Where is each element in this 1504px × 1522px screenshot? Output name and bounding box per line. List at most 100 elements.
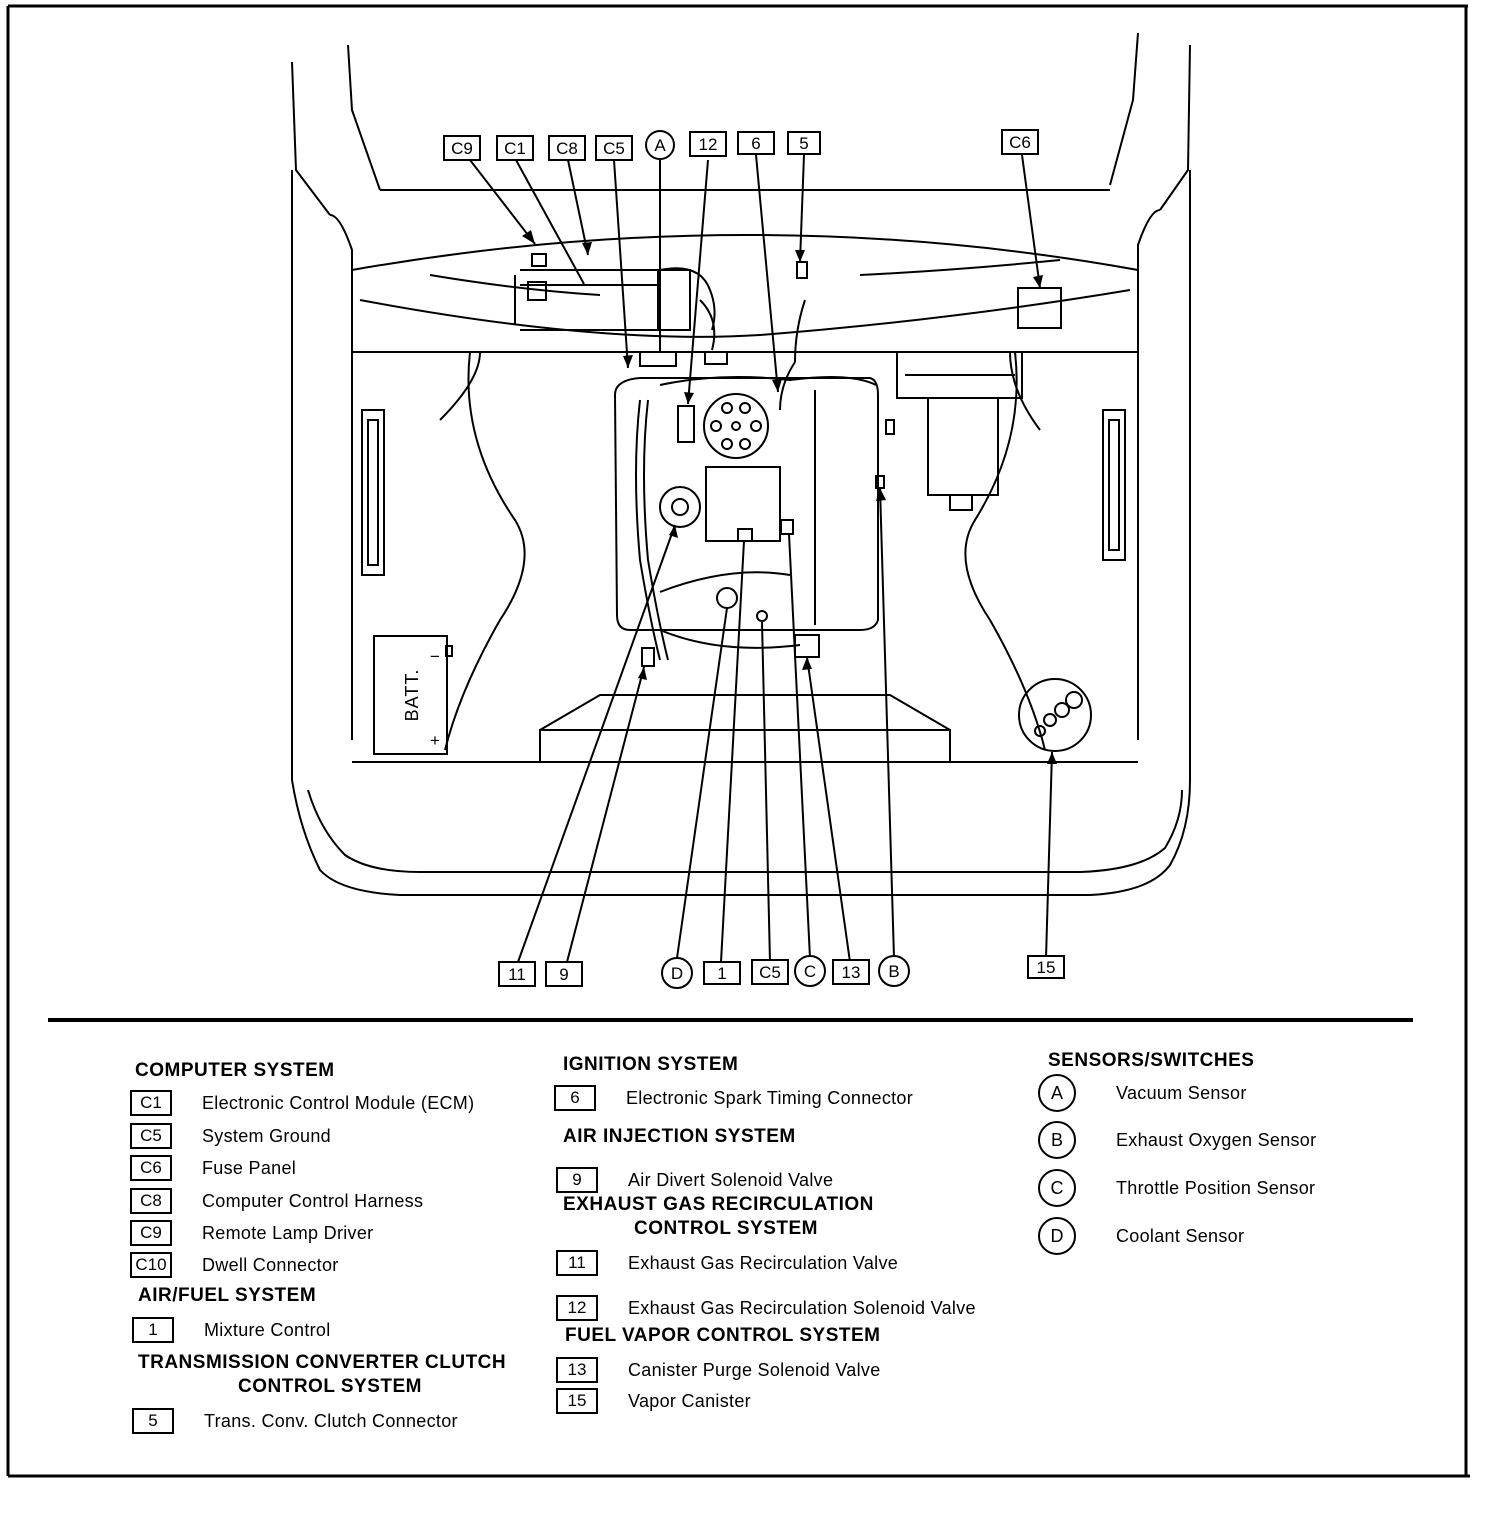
battery-label: BATT. — [402, 669, 422, 722]
legend-item-c6: C6 Fuse Panel — [130, 1155, 296, 1181]
legend-code: 13 — [556, 1357, 598, 1383]
arrowheads — [522, 230, 1057, 764]
legend-item-b: B Exhaust Oxygen Sensor — [1038, 1121, 1316, 1159]
svg-text:C1: C1 — [504, 139, 526, 158]
legend-label: Air Divert Solenoid Valve — [628, 1169, 834, 1190]
callouts-top: C9 C1 C8 C5 A 12 6 5 C6 — [443, 129, 1039, 161]
callout-13-bottom: 13 — [832, 959, 870, 985]
components-right — [896, 287, 1092, 752]
legend-label: Exhaust Gas Recirculation Solenoid Valve — [628, 1297, 976, 1318]
callout-c5-top: C5 — [595, 135, 633, 161]
svg-text:C5: C5 — [603, 139, 625, 158]
legend-code: 6 — [554, 1085, 596, 1111]
heading-air-fuel-system: AIR/FUEL SYSTEM — [138, 1285, 317, 1306]
callout-c5-bottom: C5 — [751, 959, 789, 985]
legend-label: Throttle Position Sensor — [1116, 1177, 1316, 1198]
legend-code: 5 — [132, 1408, 174, 1434]
legend-code: 12 — [556, 1295, 598, 1321]
callout-c6-top: C6 — [1001, 129, 1039, 155]
callout-d-bottom: D — [661, 957, 693, 989]
callout-b-bottom: B — [878, 955, 910, 987]
svg-text:15: 15 — [1037, 958, 1056, 977]
legend-label: Trans. Conv. Clutch Connector — [204, 1410, 458, 1431]
legend-label: Remote Lamp Driver — [202, 1222, 374, 1243]
heading-egr-line1: EXHAUST GAS RECIRCULATION — [563, 1194, 874, 1215]
legend-code: B — [1038, 1121, 1076, 1159]
heading-ignition-system: IGNITION SYSTEM — [563, 1054, 739, 1075]
heading-tcc-line2: CONTROL SYSTEM — [238, 1376, 422, 1397]
svg-text:C6: C6 — [1009, 133, 1031, 152]
legend-item-6: 6 Electronic Spark Timing Connector — [554, 1085, 913, 1111]
legend-label: System Ground — [202, 1125, 331, 1146]
legend-code: A — [1038, 1074, 1076, 1112]
battery-minus: − — [430, 647, 440, 666]
svg-text:9: 9 — [559, 965, 568, 984]
callout-6-top: 6 — [737, 131, 775, 155]
page-frame — [6, 4, 1470, 1478]
callouts-bottom: 11 9 D 1 C5 C 13 B 15 — [498, 955, 1065, 989]
callout-5-top: 5 — [787, 131, 821, 155]
legend-label: Coolant Sensor — [1116, 1225, 1245, 1246]
legend-label: Electronic Control Module (ECM) — [202, 1092, 475, 1113]
legend-label: Vacuum Sensor — [1116, 1082, 1247, 1103]
legend-code: C — [1038, 1169, 1076, 1207]
callout-9-bottom: 9 — [545, 961, 583, 987]
legend-item-c: C Throttle Position Sensor — [1038, 1169, 1315, 1207]
legend-item-5: 5 Trans. Conv. Clutch Connector — [132, 1408, 458, 1434]
heading-egr-line2: CONTROL SYSTEM — [634, 1218, 818, 1239]
legend-code: 11 — [556, 1250, 598, 1276]
legend-label: Mixture Control — [204, 1319, 331, 1340]
callout-12-top: 12 — [689, 131, 727, 157]
vehicle-body-outline — [291, 32, 1191, 896]
legend-label: Electronic Spark Timing Connector — [626, 1087, 914, 1108]
legend-label: Vapor Canister — [628, 1390, 751, 1411]
legend-label: Fuse Panel — [202, 1157, 297, 1178]
svg-text:5: 5 — [799, 134, 808, 153]
legend-item-c9: C9 Remote Lamp Driver — [130, 1220, 373, 1246]
legend-label: Exhaust Gas Recirculation Valve — [628, 1252, 899, 1273]
callout-a-top: A — [645, 130, 675, 160]
svg-text:6: 6 — [751, 134, 760, 153]
svg-text:C5: C5 — [759, 963, 781, 982]
callout-1-bottom: 1 — [703, 961, 741, 985]
legend-label: Exhaust Oxygen Sensor — [1116, 1129, 1317, 1150]
svg-text:A: A — [654, 136, 666, 155]
callout-c8-top: C8 — [548, 135, 586, 161]
ecm-module — [514, 253, 808, 331]
callout-c9-top: C9 — [443, 135, 481, 161]
legend-item-11: 11 Exhaust Gas Recirculation Valve — [556, 1250, 898, 1276]
svg-text:D: D — [671, 964, 683, 983]
svg-text:B: B — [888, 962, 899, 981]
legend-code: 15 — [556, 1388, 598, 1414]
legend-code: C6 — [130, 1155, 172, 1181]
heading-tcc-line1: TRANSMISSION CONVERTER CLUTCH — [138, 1352, 507, 1373]
legend-code: C10 — [130, 1252, 172, 1278]
legend-code: 9 — [556, 1167, 598, 1193]
callout-11-bottom: 11 — [498, 961, 536, 987]
heading-computer-system: COMPUTER SYSTEM — [135, 1060, 335, 1081]
svg-text:13: 13 — [842, 963, 861, 982]
legend-label: Canister Purge Solenoid Valve — [628, 1359, 881, 1380]
legend-item-15: 15 Vapor Canister — [556, 1388, 751, 1414]
legend-item-13: 13 Canister Purge Solenoid Valve — [556, 1357, 881, 1383]
battery-plus: + — [430, 731, 440, 750]
legend-item-9: 9 Air Divert Solenoid Valve — [556, 1167, 833, 1193]
legend-code: C9 — [130, 1220, 172, 1246]
battery: BATT. + − — [373, 635, 453, 755]
callout-15-bottom: 15 — [1027, 955, 1065, 979]
heading-sensors-switches: SENSORS/SWITCHES — [1048, 1050, 1255, 1071]
svg-text:C9: C9 — [451, 139, 473, 158]
svg-text:1: 1 — [717, 964, 726, 983]
heading-air-injection-system: AIR INJECTION SYSTEM — [563, 1126, 796, 1147]
leader-lines — [469, 154, 1053, 963]
callout-c1-top: C1 — [496, 135, 534, 161]
svg-text:C8: C8 — [556, 139, 578, 158]
legend-item-12: 12 Exhaust Gas Recirculation Solenoid Val… — [556, 1295, 976, 1321]
